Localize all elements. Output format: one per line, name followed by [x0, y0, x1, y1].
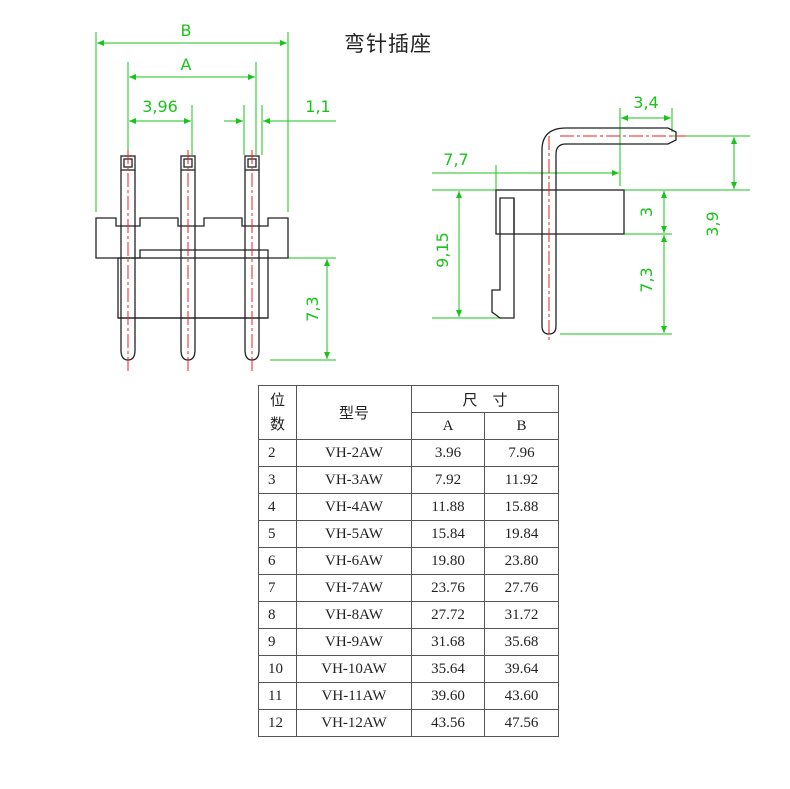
technical-drawing: B A 3,96 1,1 7,3 — [95, 21, 750, 372]
cell-model: VH-7AW — [296, 574, 412, 602]
cell-a: 35.64 — [411, 655, 485, 683]
header-col-b: B — [484, 412, 559, 440]
side-latch — [491, 197, 515, 319]
cell-model: VH-10AW — [296, 655, 412, 683]
cell-positions: 3 — [258, 466, 297, 494]
cell-a: 3.96 — [411, 439, 485, 467]
cell-a: 23.76 — [411, 574, 485, 602]
cell-model: VH-5AW — [296, 520, 412, 548]
cell-b: 11.92 — [484, 466, 559, 494]
cell-positions: 11 — [258, 682, 297, 710]
side-view: 3,4 7,7 9,15 3 7,3 3,9 — [432, 93, 750, 342]
side-pin — [541, 127, 677, 335]
cell-a: 7.92 — [411, 466, 485, 494]
cell-a: 27.72 — [411, 601, 485, 629]
dim-pin-width-label: 1,1 — [305, 97, 330, 116]
cell-positions: 4 — [258, 493, 297, 521]
cell-positions: 5 — [258, 520, 297, 548]
cell-model: VH-4AW — [296, 493, 412, 521]
dim-b-label: B — [181, 21, 192, 40]
header-positions-2: 数 — [269, 416, 285, 433]
cell-a: 19.80 — [411, 547, 485, 575]
header-size: 尺 寸 — [411, 385, 559, 413]
dim-body-depth-label: 7,7 — [443, 150, 468, 169]
cell-positions: 10 — [258, 655, 297, 683]
cell-a: 39.60 — [411, 682, 485, 710]
cell-positions: 9 — [258, 628, 297, 656]
cell-b: 23.80 — [484, 547, 559, 575]
side-housing — [495, 189, 625, 235]
cell-b: 39.64 — [484, 655, 559, 683]
header-col-a: A — [411, 412, 485, 440]
cell-model: VH-2AW — [296, 439, 412, 467]
cell-model: VH-11AW — [296, 682, 412, 710]
cell-a: 15.84 — [411, 520, 485, 548]
cell-b: 19.84 — [484, 520, 559, 548]
cell-a: 43.56 — [411, 709, 485, 737]
dim-pin-offset-label: 3 — [637, 207, 656, 217]
cell-positions: 2 — [258, 439, 297, 467]
dim-height-label: 9,15 — [433, 232, 452, 268]
cell-model: VH-6AW — [296, 547, 412, 575]
cell-positions: 8 — [258, 601, 297, 629]
cell-positions: 7 — [258, 574, 297, 602]
header-model: 型号 — [296, 385, 412, 440]
housing-outline — [95, 217, 289, 259]
dim-tip-label: 3,4 — [633, 93, 658, 112]
front-view: B A 3,96 1,1 7,3 — [95, 21, 336, 372]
cell-positions: 12 — [258, 709, 297, 737]
cell-b: 15.88 — [484, 493, 559, 521]
dim-pin-total-label: 3,9 — [703, 211, 722, 236]
header-positions-1: 位 — [269, 392, 285, 409]
cell-a: 31.68 — [411, 628, 485, 656]
dim-pin-down-label: 7,3 — [637, 267, 656, 292]
cell-b: 47.56 — [484, 709, 559, 737]
cell-b: 27.76 — [484, 574, 559, 602]
header-positions: 位 数 — [258, 385, 297, 440]
dim-a-label: A — [181, 55, 192, 74]
cell-model: VH-8AW — [296, 601, 412, 629]
cell-a: 11.88 — [411, 493, 485, 521]
cell-b: 43.60 — [484, 682, 559, 710]
cell-model: VH-12AW — [296, 709, 412, 737]
cell-model: VH-3AW — [296, 466, 412, 494]
dim-pitch-label: 3,96 — [142, 97, 178, 116]
cell-b: 7.96 — [484, 439, 559, 467]
dim-pin-length-label: 7,3 — [303, 296, 322, 321]
drawing-title: 弯针插座 — [344, 32, 432, 56]
cell-b: 35.68 — [484, 628, 559, 656]
cell-model: VH-9AW — [296, 628, 412, 656]
cell-positions: 6 — [258, 547, 297, 575]
cell-b: 31.72 — [484, 601, 559, 629]
